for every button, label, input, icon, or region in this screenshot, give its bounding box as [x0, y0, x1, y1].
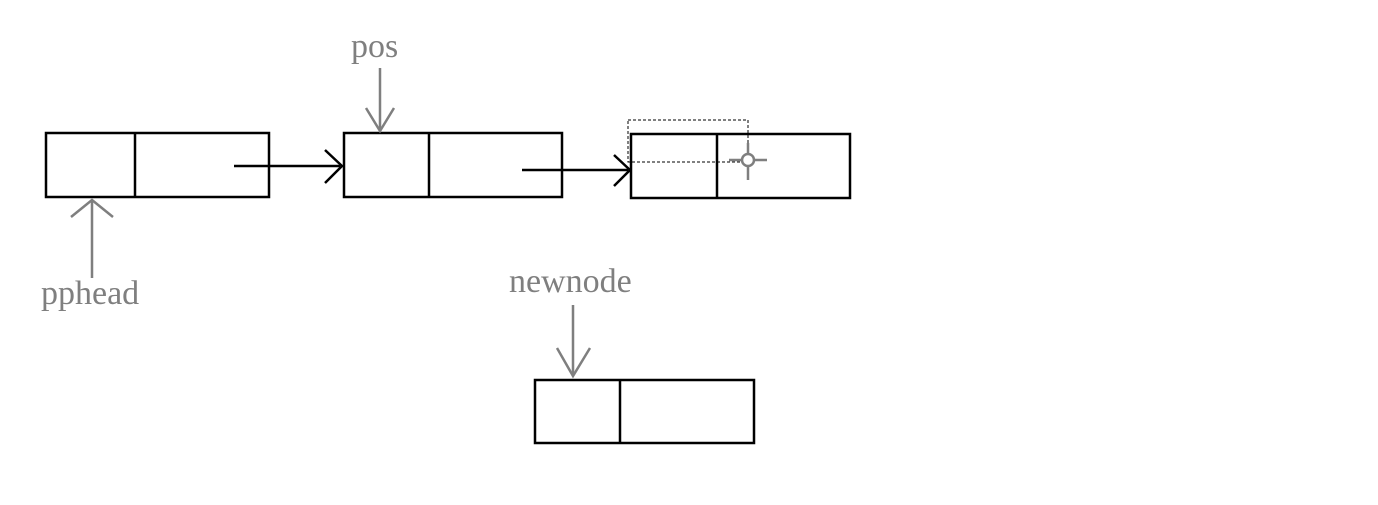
newnode-rect	[533, 378, 756, 445]
crosshair-icon	[729, 143, 767, 180]
list-node-2	[342, 131, 564, 199]
newnode-pointer	[555, 305, 592, 379]
pphead-pointer	[70, 198, 114, 278]
newnode-label: newnode	[509, 263, 632, 300]
node-3-box	[629, 132, 852, 200]
pos-pointer	[364, 68, 396, 134]
selection-rect[interactable]	[627, 119, 749, 163]
pos-label: pos	[351, 28, 398, 65]
newnode-box	[533, 378, 756, 445]
pphead-label: pphead	[41, 275, 139, 312]
list-node-3	[629, 132, 852, 200]
link-arrow-2-to-3	[522, 154, 632, 187]
node-2-box	[342, 131, 564, 199]
link-arrow-1-to-2	[234, 149, 344, 184]
